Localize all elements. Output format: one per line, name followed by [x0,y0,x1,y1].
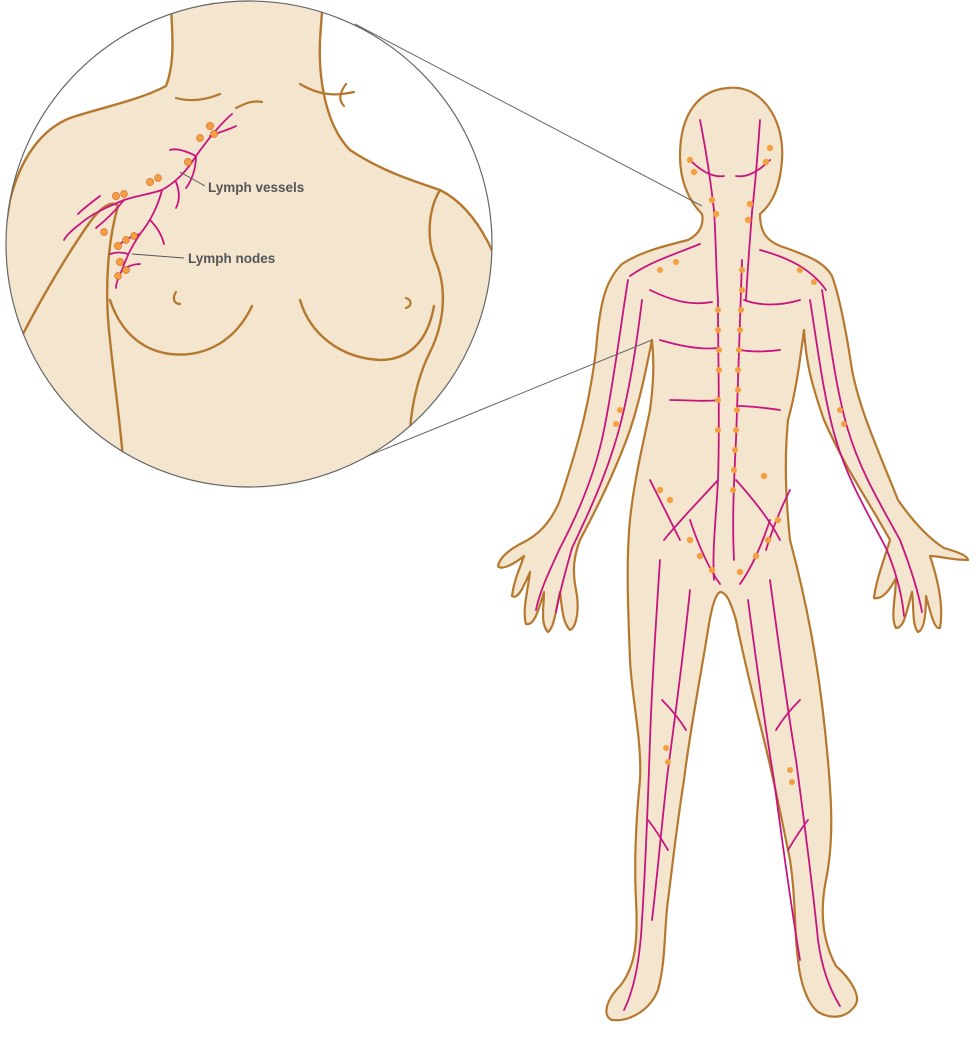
lymph-nodes-label: Lymph nodes [188,251,275,266]
full-body-figure [498,88,968,1021]
lymph-vessels-label: Lymph vessels [208,180,304,195]
